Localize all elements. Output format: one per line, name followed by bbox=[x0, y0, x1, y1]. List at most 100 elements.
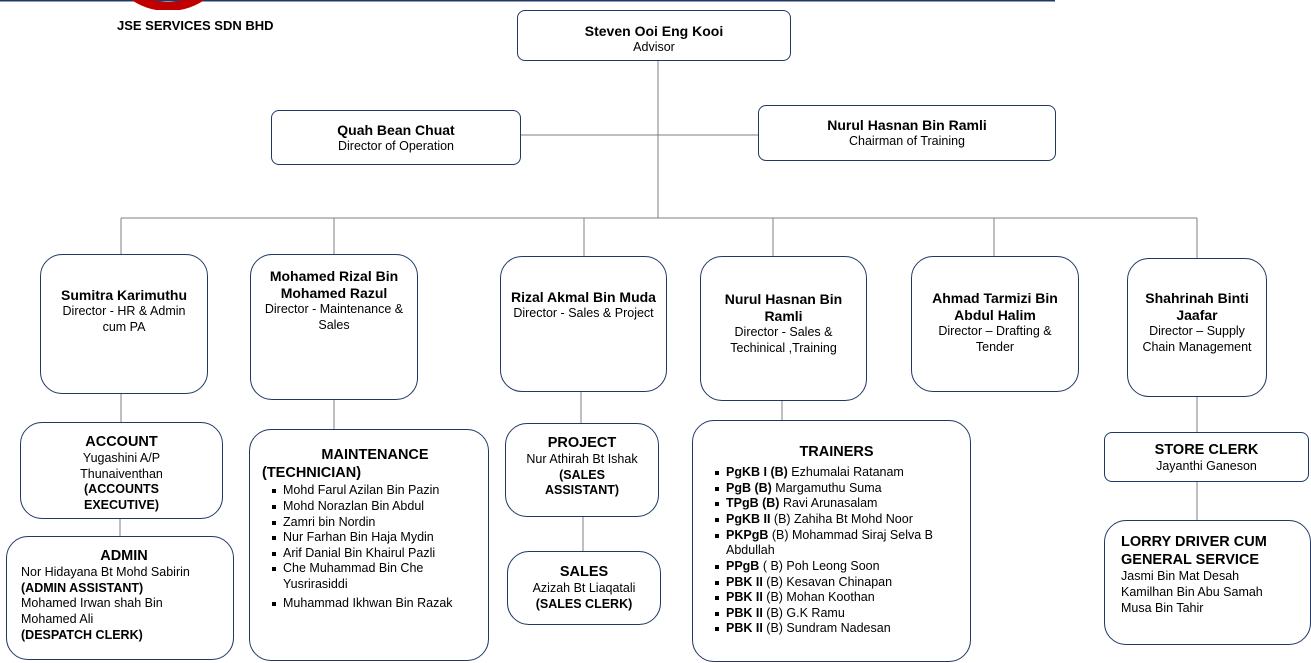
trainer-name: Ezhumalai Ratanam bbox=[787, 465, 904, 480]
training-chair-box: Nurul Hasnan Bin Ramli Chairman of Train… bbox=[758, 105, 1056, 161]
operation-box: Quah Bean Chuat Director of Operation bbox=[271, 110, 521, 165]
trainer-grade: PPgB bbox=[726, 558, 760, 573]
director-box-maintenance: Mohamed Rizal Bin Mohamed Razul Director… bbox=[250, 254, 418, 400]
company-logo-icon bbox=[132, 0, 204, 10]
operation-title: Director of Operation bbox=[337, 139, 455, 154]
trainers-box: TRAINERS PgKB I (B) Ezhumalai Ratanam Pg… bbox=[692, 420, 971, 662]
sales-heading: SALES bbox=[559, 564, 609, 580]
director-name: Rizal Akmal Bin Muda bbox=[511, 289, 656, 305]
training-chair-title: Chairman of Training bbox=[848, 134, 966, 149]
lorry-driver-member: Kamilhan Bin Abu Samah bbox=[1121, 584, 1263, 599]
trainer-name: Ravi Arunasalam bbox=[779, 496, 878, 511]
trainers-heading: TRAINERS bbox=[799, 444, 874, 460]
director-title: Director - Maintenance & Sales bbox=[264, 302, 404, 332]
sales-role: (SALES CLERK) bbox=[535, 596, 633, 611]
list-item: Nur Farhan Bin Haja Mydin bbox=[270, 530, 480, 546]
list-item: PPgB ( B) Poh Leong Soon bbox=[713, 559, 960, 575]
trainer-grade: PgB (B) bbox=[726, 480, 772, 495]
advisor-name: Steven Ooi Eng Kooi bbox=[584, 23, 724, 39]
trainer-grade: PBK II bbox=[726, 574, 763, 589]
advisor-title: Advisor bbox=[633, 40, 675, 55]
account-role: (ACCOUNTS EXECUTIVE) bbox=[83, 482, 159, 512]
admin-role-1: (ADMIN ASSISTANT) bbox=[21, 580, 144, 595]
list-item: PgKB II (B) Zahiha Bt Mohd Noor bbox=[713, 512, 960, 528]
trainer-grade: PBK II bbox=[726, 605, 763, 620]
lorry-driver-box: LORRY DRIVER CUM GENERAL SERVICE Jasmi B… bbox=[1104, 520, 1311, 645]
director-title: Director - HR & Admin cum PA bbox=[62, 304, 186, 334]
director-name: Ahmad Tarmizi Bin Abdul Halim bbox=[932, 290, 1058, 324]
admin-person-2: Mohamed Irwan shah Bin Mohamed Ali bbox=[21, 596, 163, 626]
director-box-hr: Sumitra Karimuthu Director - HR & Admin … bbox=[40, 254, 208, 394]
admin-role-2: (DESPATCH CLERK) bbox=[21, 627, 143, 642]
director-name: Sumitra Karimuthu bbox=[60, 287, 187, 303]
director-box-training: Nurul Hasnan Bin Ramli Director - Sales … bbox=[700, 256, 867, 401]
director-title: Director - Sales & Techinical ,Training bbox=[730, 325, 837, 355]
trainer-grade: PgKB II bbox=[726, 512, 771, 526]
list-item: PgKB I (B) Ezhumalai Ratanam bbox=[713, 465, 960, 481]
sales-person: Azizah Bt Liaqatali bbox=[532, 581, 636, 596]
lorry-driver-member: Jasmi Bin Mat Desah bbox=[1121, 569, 1240, 584]
list-item: Muhammad Ikhwan Bin Razak bbox=[270, 596, 480, 612]
list-item: Zamri bin Nordin bbox=[270, 515, 480, 531]
project-role: (SALES ASSISTANT) bbox=[544, 467, 620, 498]
trainer-grade: PKPgB bbox=[726, 527, 769, 542]
director-name: Nurul Hasnan Bin Ramli bbox=[724, 291, 843, 325]
director-title: Director - Sales & Project bbox=[513, 306, 654, 321]
store-clerk-heading: STORE CLERK bbox=[1154, 442, 1259, 458]
trainer-name: (B) Sundram Nadesan bbox=[762, 621, 891, 636]
trainer-name: (B) Zahiha Bt Mohd Noor bbox=[770, 512, 913, 526]
director-box-supply-chain: Shahrinah Binti Jaafar Director – Supply… bbox=[1127, 258, 1267, 397]
project-person: Nur Athirah Bt Ishak bbox=[526, 452, 638, 467]
list-item: PBK II (B) Sundram Nadesan bbox=[713, 621, 960, 637]
trainer-grade: PBK II bbox=[726, 621, 763, 636]
project-heading: PROJECT bbox=[547, 435, 617, 451]
maintenance-subheading: (TECHNICIAN) bbox=[262, 465, 362, 482]
trainer-name: (B) Mohan Koothan bbox=[762, 590, 875, 605]
account-box: ACCOUNT Yugashini A/P Thunaiventhan (ACC… bbox=[20, 422, 223, 519]
trainer-grade: TPgB (B) bbox=[726, 496, 780, 511]
company-name: JSE SERVICES SDN BHD bbox=[117, 18, 274, 33]
trainer-name: ( B) Poh Leong Soon bbox=[759, 558, 880, 573]
director-title: Director – Drafting & Tender bbox=[938, 324, 1052, 354]
account-heading: ACCOUNT bbox=[85, 434, 158, 450]
admin-heading: ADMIN bbox=[100, 548, 148, 564]
account-person: Yugashini A/P Thunaiventhan bbox=[80, 451, 163, 481]
training-chair-name: Nurul Hasnan Bin Ramli bbox=[827, 117, 987, 133]
store-clerk-box: STORE CLERK Jayanthi Ganeson bbox=[1104, 432, 1309, 482]
trainers-list: PgKB I (B) Ezhumalai Ratanam PgB (B) Mar… bbox=[713, 465, 960, 637]
director-name: Mohamed Rizal Bin Mohamed Razul bbox=[269, 268, 399, 302]
list-item: Mohd Norazlan Bin Abdul bbox=[270, 499, 480, 515]
director-box-drafting: Ahmad Tarmizi Bin Abdul Halim Director –… bbox=[911, 256, 1079, 392]
maintenance-box: MAINTENANCE (TECHNICIAN) Mohd Farul Azil… bbox=[249, 429, 489, 661]
trainer-name: (B) Mohammad Siraj Selva B Abdullah bbox=[726, 527, 934, 558]
list-item: Arif Danial Bin Khairul Pazli bbox=[270, 546, 480, 562]
maintenance-heading: MAINTENANCE bbox=[321, 447, 429, 463]
director-title: Director – Supply Chain Management bbox=[1142, 324, 1252, 354]
director-name: Shahrinah Binti Jaafar bbox=[1145, 290, 1249, 324]
admin-person-1: Nor Hidayana Bt Mohd Sabirin bbox=[21, 565, 190, 580]
advisor-box: Steven Ooi Eng Kooi Advisor bbox=[517, 10, 791, 61]
lorry-driver-heading: LORRY DRIVER CUM GENERAL SERVICE bbox=[1121, 534, 1267, 569]
list-item: PBK II (B) G.K Ramu bbox=[713, 606, 960, 622]
trainer-name: (B) G.K Ramu bbox=[762, 605, 845, 620]
operation-name: Quah Bean Chuat bbox=[337, 122, 455, 138]
trainer-name: Margamuthu Suma bbox=[771, 480, 882, 495]
store-clerk-person: Jayanthi Ganeson bbox=[1156, 459, 1257, 474]
director-box-sales-project: Rizal Akmal Bin Muda Director - Sales & … bbox=[500, 256, 667, 392]
trainer-name: (B) Kesavan Chinapan bbox=[762, 574, 893, 589]
maintenance-list: Mohd Farul Azilan Bin Pazin Mohd Norazla… bbox=[270, 483, 480, 611]
trainer-grade: PBK II bbox=[726, 590, 763, 605]
trainer-grade: PgKB I (B) bbox=[726, 465, 788, 480]
list-item: PKPgB (B) Mohammad Siraj Selva B Abdulla… bbox=[713, 528, 960, 559]
list-item: Che Muhammad Bin Che Yusrirasiddi bbox=[270, 561, 480, 592]
list-item: Mohd Farul Azilan Bin Pazin bbox=[270, 483, 480, 499]
list-item: TPgB (B) Ravi Arunasalam bbox=[713, 496, 960, 512]
project-box: PROJECT Nur Athirah Bt Ishak (SALES ASSI… bbox=[505, 423, 659, 517]
admin-box: ADMIN Nor Hidayana Bt Mohd Sabirin (ADMI… bbox=[6, 536, 234, 660]
sales-box: SALES Azizah Bt Liaqatali (SALES CLERK) bbox=[507, 551, 661, 625]
list-item: PBK II (B) Mohan Koothan bbox=[713, 590, 960, 606]
lorry-driver-member: Musa Bin Tahir bbox=[1121, 600, 1204, 615]
list-item: PgB (B) Margamuthu Suma bbox=[713, 481, 960, 497]
list-item: PBK II (B) Kesavan Chinapan bbox=[713, 575, 960, 591]
